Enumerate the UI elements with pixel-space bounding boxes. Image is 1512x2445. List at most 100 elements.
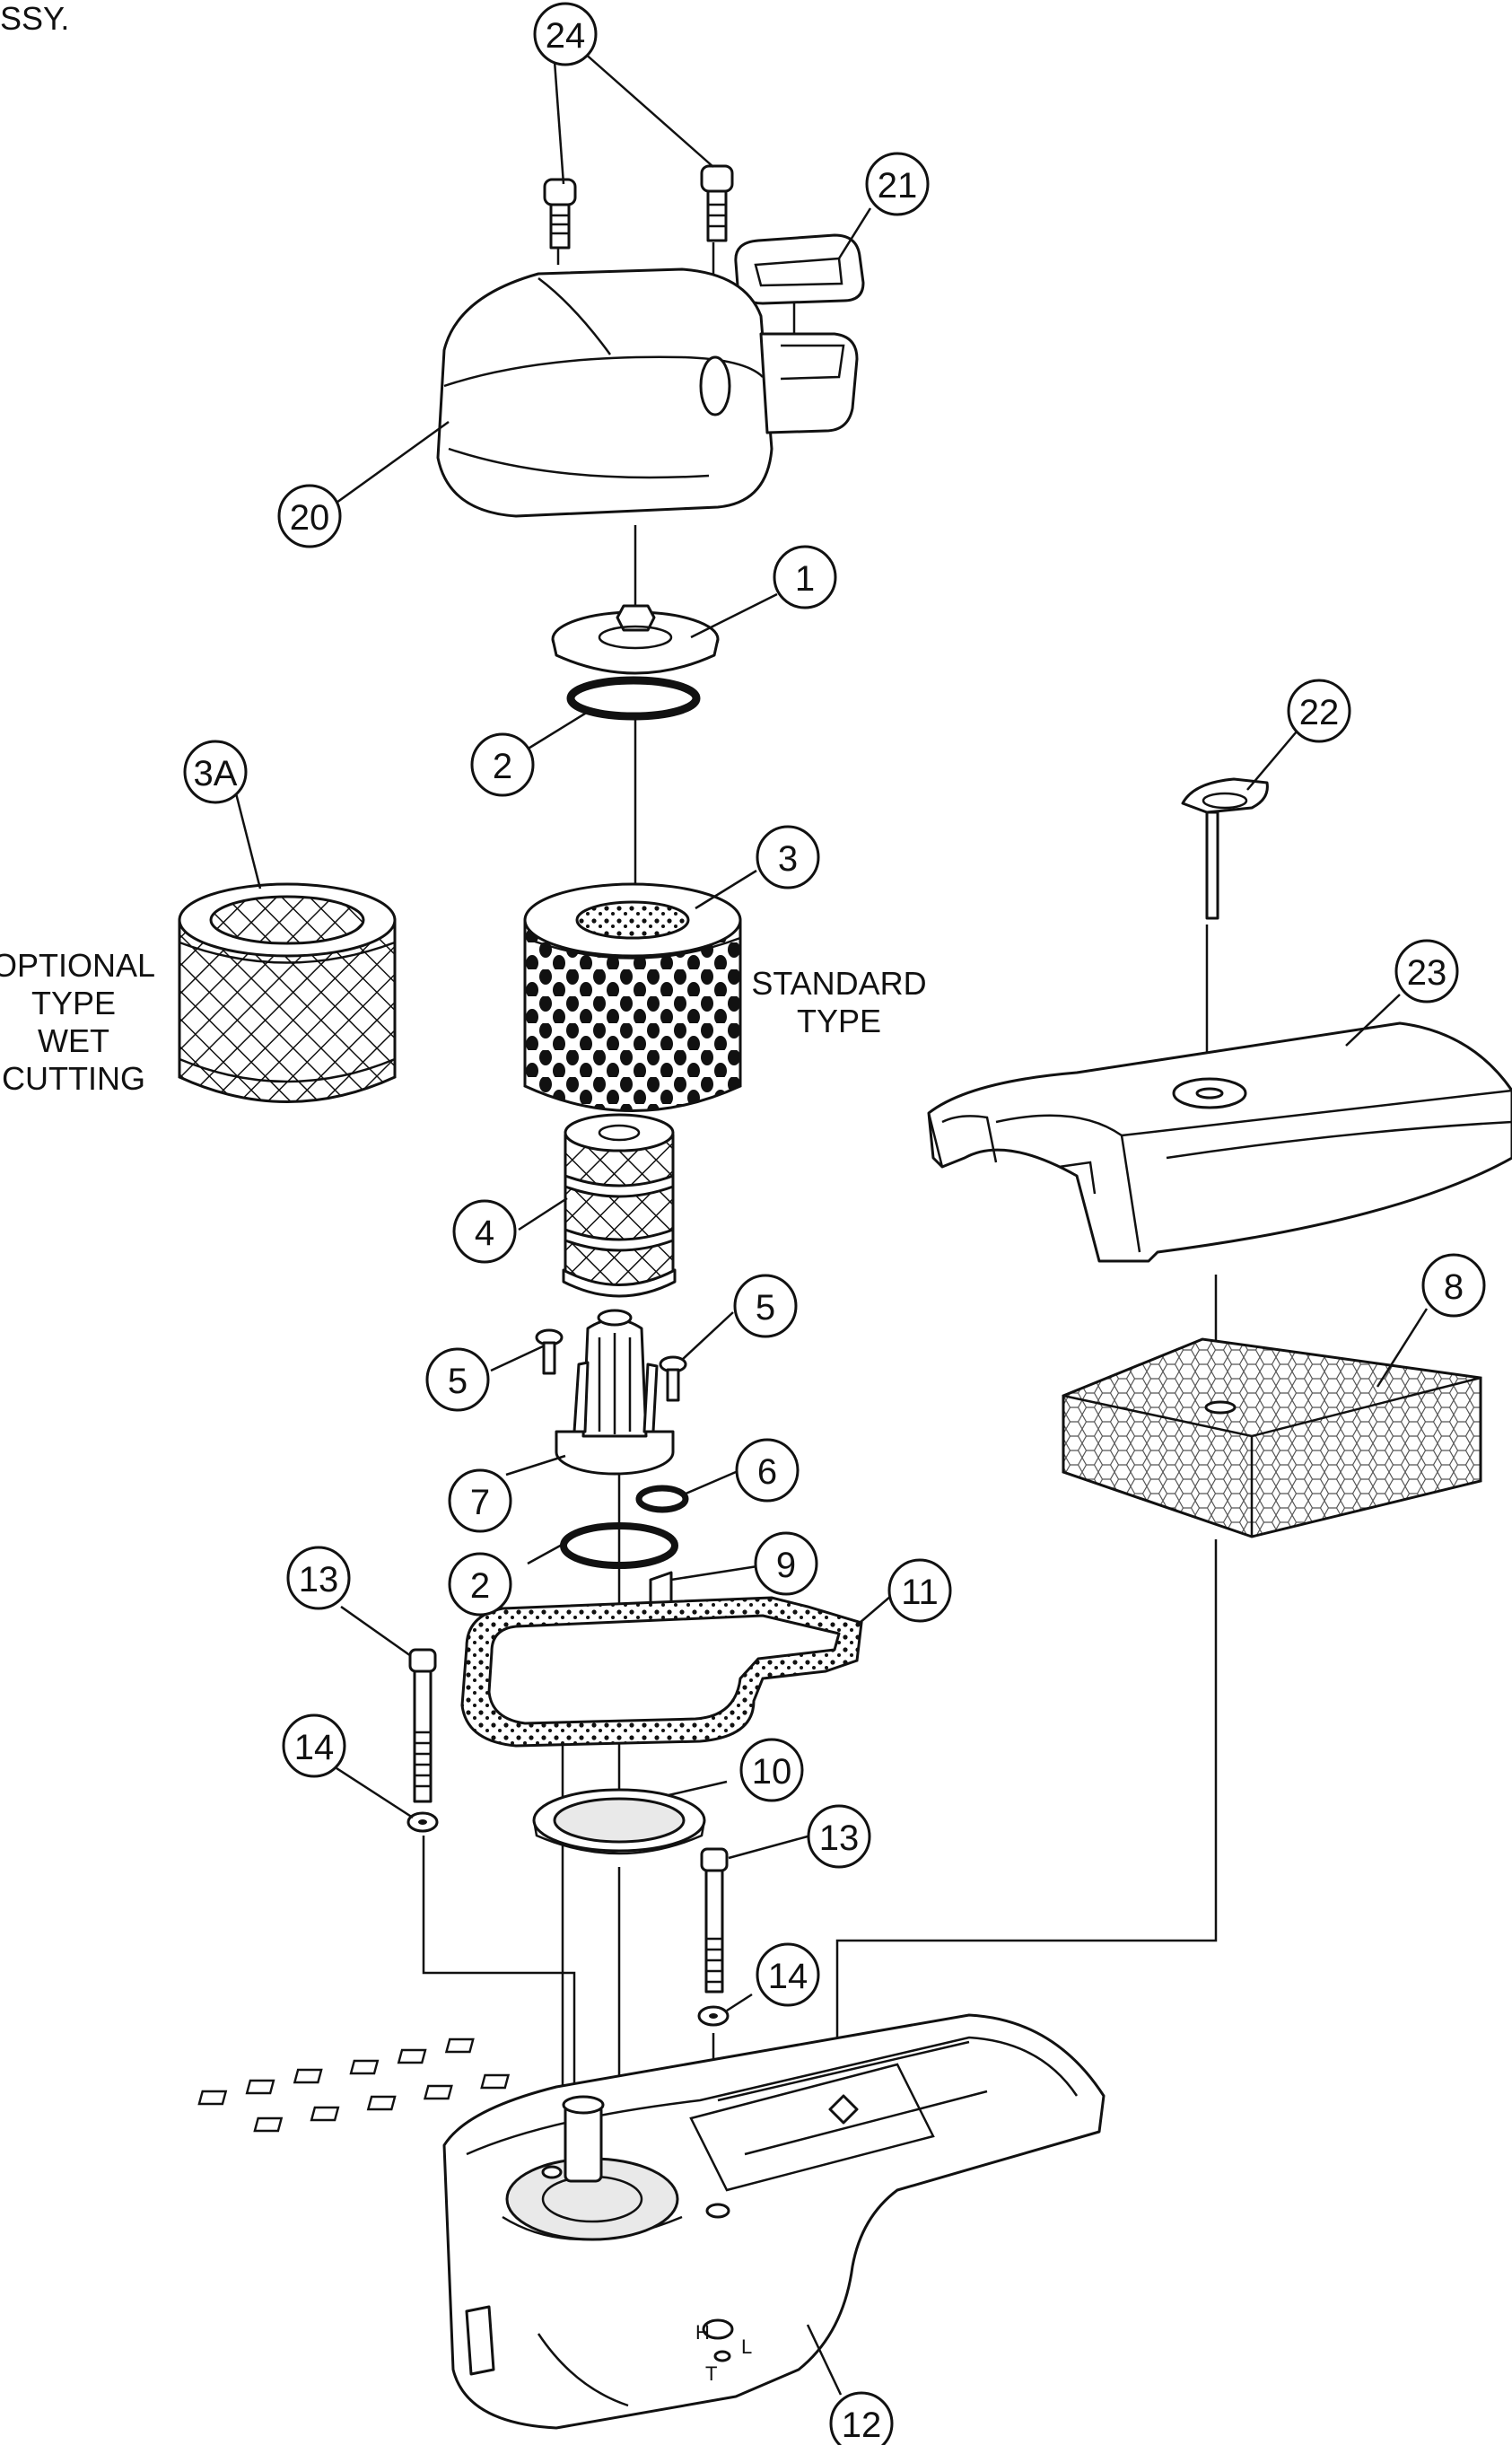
callout-label: 21 bbox=[878, 166, 918, 206]
callout-3: 3 bbox=[756, 825, 820, 889]
housing-vent-slots bbox=[197, 2038, 511, 2133]
callout-3A: 3A bbox=[183, 740, 248, 804]
callout-label: 8 bbox=[1444, 1267, 1464, 1307]
callout-label: 6 bbox=[757, 1452, 777, 1492]
callout-label: 20 bbox=[290, 498, 330, 538]
callout-label: 23 bbox=[1407, 953, 1447, 993]
callout-13b: 13 bbox=[807, 1804, 871, 1869]
callout-5b: 5 bbox=[733, 1274, 798, 1338]
callout-circle bbox=[1421, 1253, 1486, 1318]
callout-label: 3 bbox=[778, 839, 798, 879]
header-fragment: SSY. bbox=[0, 0, 70, 37]
callout-24: 24 bbox=[533, 2, 598, 66]
part-11-gasket bbox=[460, 1596, 863, 1748]
callout-label: 4 bbox=[475, 1214, 494, 1253]
callout-label: 22 bbox=[1299, 693, 1340, 732]
callout-6: 6 bbox=[735, 1438, 800, 1503]
callout-label: 14 bbox=[294, 1728, 335, 1767]
part-1-cap bbox=[551, 604, 720, 675]
callout-circle bbox=[286, 1546, 351, 1610]
callout-circle bbox=[756, 825, 820, 889]
part-4-inner-filter bbox=[562, 1113, 677, 1298]
part-21-gasket bbox=[734, 233, 865, 305]
callout-circle bbox=[183, 740, 248, 804]
callout-circle bbox=[425, 1347, 490, 1412]
callout-circle bbox=[754, 1531, 818, 1596]
part-24-screw-left bbox=[543, 178, 577, 250]
optional-caption-line: TYPE bbox=[31, 985, 117, 1021]
part-14-washer-right bbox=[697, 2005, 730, 2027]
callout-circle bbox=[533, 2, 598, 66]
callout-9: 9 bbox=[754, 1531, 818, 1596]
callout-10: 10 bbox=[739, 1738, 804, 1802]
callout-14b: 14 bbox=[756, 1942, 820, 2007]
part-10-seal bbox=[532, 1788, 706, 1855]
callout-7: 7 bbox=[448, 1468, 512, 1533]
callout-leaders bbox=[233, 51, 1429, 2396]
standard-caption-line: TYPE bbox=[796, 1003, 882, 1039]
part-7-holder bbox=[555, 1309, 675, 1476]
housing-mark-h: H bbox=[695, 2321, 710, 2344]
callout-2a: 2 bbox=[470, 732, 535, 797]
callout-13a: 13 bbox=[286, 1546, 351, 1610]
callout-label: 10 bbox=[752, 1752, 792, 1792]
callout-circle bbox=[739, 1738, 804, 1802]
housing-mark-t: T bbox=[705, 2362, 717, 2385]
callout-21: 21 bbox=[865, 152, 930, 216]
part-14-washer-left bbox=[406, 1811, 439, 1833]
part-3-standard-filter bbox=[523, 882, 742, 1112]
optional-caption-line: OPTIONAL bbox=[0, 947, 156, 984]
part-5-screw-left bbox=[535, 1328, 564, 1375]
callout-label: 3A bbox=[194, 754, 238, 793]
part-12-housing bbox=[197, 2013, 1106, 2430]
callout-23: 23 bbox=[1394, 939, 1459, 1003]
callout-circle bbox=[773, 545, 837, 609]
part-5-screw-right bbox=[659, 1355, 687, 1402]
callout-1: 1 bbox=[773, 545, 837, 609]
callout-circle bbox=[448, 1468, 512, 1533]
callout-circle bbox=[756, 1942, 820, 2007]
callout-circle bbox=[470, 732, 535, 797]
callout-label: 24 bbox=[546, 16, 586, 56]
callout-label: 5 bbox=[448, 1362, 468, 1401]
callout-8: 8 bbox=[1421, 1253, 1486, 1318]
part-3a-optional-filter bbox=[178, 882, 397, 1103]
optional-caption-line: CUTTING bbox=[2, 1060, 145, 1097]
callout-circle bbox=[865, 152, 930, 216]
part-8-foam-filter bbox=[1062, 1337, 1482, 1538]
callout-label: 5 bbox=[756, 1288, 775, 1328]
callout-label: 9 bbox=[776, 1546, 796, 1585]
housing-mark-l: L bbox=[741, 2335, 752, 2358]
housing-marks: H L T bbox=[695, 2321, 752, 2385]
callout-22: 22 bbox=[1287, 679, 1351, 743]
part-13-bolt-right bbox=[700, 1847, 729, 1994]
callout-circle bbox=[733, 1274, 798, 1338]
callout-circle bbox=[1394, 939, 1459, 1003]
callout-14a: 14 bbox=[282, 1713, 346, 1778]
callout-circle bbox=[807, 1804, 871, 1869]
callout-circle bbox=[829, 2391, 894, 2445]
part-6-o-ring-small bbox=[635, 1485, 689, 1513]
callout-20: 20 bbox=[277, 484, 342, 548]
callout-circle bbox=[282, 1713, 346, 1778]
callout-label: 12 bbox=[842, 2406, 882, 2445]
callout-label: 2 bbox=[493, 747, 512, 786]
part-22-plug bbox=[1181, 777, 1269, 920]
callout-4: 4 bbox=[452, 1199, 517, 1264]
callout-label: 2 bbox=[470, 1566, 490, 1606]
callout-label: 7 bbox=[470, 1483, 490, 1522]
standard-type-caption: STANDARD TYPE bbox=[731, 965, 947, 1040]
callout-label: 1 bbox=[795, 559, 815, 599]
part-2-o-ring-lower bbox=[560, 1522, 678, 1569]
callout-label: 14 bbox=[768, 1957, 808, 1996]
part-23-top-cover bbox=[927, 1021, 1512, 1263]
standard-caption-line: STANDARD bbox=[751, 965, 927, 1002]
part-24-screw-right bbox=[700, 164, 734, 242]
callout-circle bbox=[735, 1438, 800, 1503]
callout-2b: 2 bbox=[448, 1552, 512, 1617]
callout-12: 12 bbox=[829, 2391, 894, 2445]
callout-label: 11 bbox=[901, 1573, 939, 1612]
optional-type-caption: OPTIONAL TYPE WET CUTTING bbox=[0, 947, 163, 1098]
